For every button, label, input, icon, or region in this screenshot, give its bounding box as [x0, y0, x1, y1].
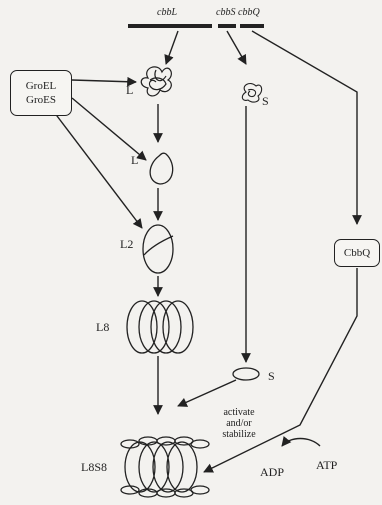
- arrow-cbbq-to-l8s8: [204, 268, 357, 472]
- groel-groes-box: GroEL GroES: [10, 70, 72, 116]
- arrow-groel-to-l: [72, 80, 136, 82]
- folded-l-monomer: [150, 153, 173, 184]
- gene-label-cbbs: cbbS: [216, 8, 235, 18]
- label-s-folded: S: [268, 370, 275, 382]
- arrow-groel-to-l2: [54, 112, 142, 228]
- label-s-unfolded: S: [262, 95, 269, 107]
- label-l8s8: L8S8: [81, 461, 107, 473]
- gene-label-cbbl: cbbL: [157, 8, 177, 18]
- groes-label: GroES: [11, 93, 71, 107]
- label-adp: ADP: [260, 466, 284, 478]
- arrow-cbbs-to-s: [227, 31, 246, 64]
- cbbq-box-label: CbbQ: [344, 247, 370, 259]
- arrow-cbbq-to-box: [252, 31, 357, 224]
- cbbq-box: CbbQ: [334, 239, 380, 267]
- annotation-line-3: stabilize: [212, 429, 266, 440]
- unfolded-l-tangle: [141, 67, 171, 96]
- arrow-s-to-l8s8: [178, 380, 236, 406]
- activate-stabilize-annotation: activate and/or stabilize: [212, 407, 266, 440]
- l8-octamer: [127, 301, 193, 353]
- gene-label-cbbq: cbbQ: [238, 8, 260, 18]
- folded-s-monomer: [233, 368, 259, 380]
- unfolded-s-tangle: [242, 84, 261, 103]
- atp-adp-curve: [282, 439, 320, 447]
- label-l8: L8: [96, 321, 109, 333]
- l8s8-holoenzyme: [121, 437, 209, 497]
- l2-dimer: [143, 225, 173, 273]
- annotation-line-1: activate: [212, 407, 266, 418]
- arrow-cbbl-to-l: [166, 31, 178, 64]
- annotation-line-2: and/or: [212, 418, 266, 429]
- label-l-folded: L: [131, 154, 138, 166]
- groel-label: GroEL: [11, 79, 71, 93]
- label-l2: L2: [120, 238, 133, 250]
- label-l-unfolded: L: [126, 84, 133, 96]
- label-atp: ATP: [316, 459, 337, 471]
